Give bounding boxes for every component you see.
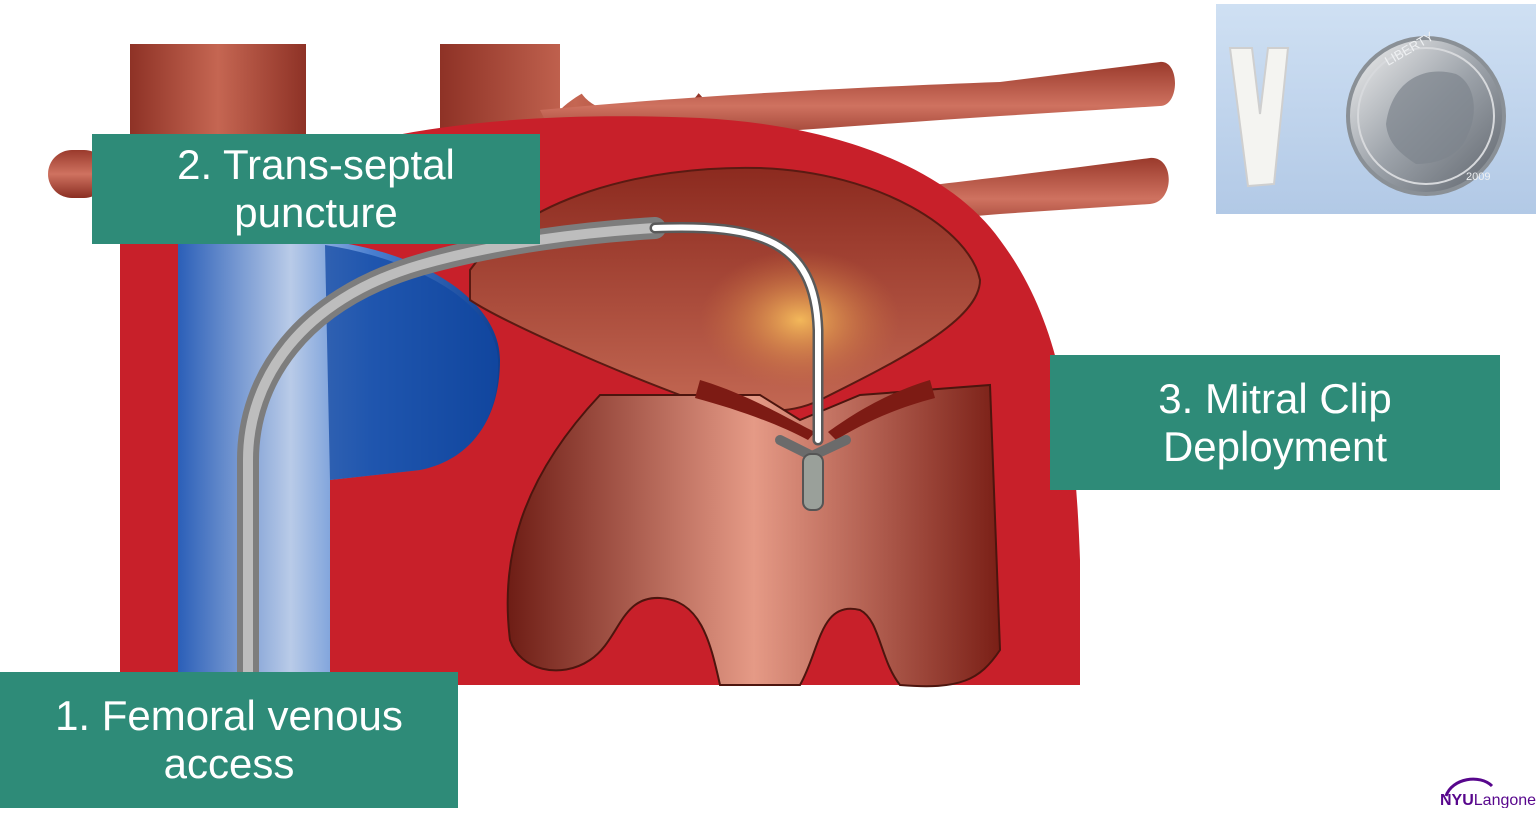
step-2-label: 2. Trans-septal puncture [92, 134, 540, 244]
step-1-line2: access [164, 740, 295, 788]
logo-name-rest: Langone [1474, 792, 1536, 808]
coin-year-text: 2009 [1466, 171, 1490, 183]
left-ventricle [508, 385, 1000, 686]
step-1-label: 1. Femoral venous access [0, 672, 458, 808]
step-3-line1: 3. Mitral Clip [1158, 375, 1391, 423]
step-1-line1: 1. Femoral venous [55, 692, 403, 740]
nyu-langone-logo: NYULangone [1428, 772, 1536, 808]
step-2-line1: 2. Trans-septal [177, 141, 455, 189]
logo-name-bold: NYU [1440, 792, 1474, 808]
clip-and-coin-photo: LIBERTY 2009 [1216, 4, 1536, 214]
mitral-clip-body [803, 454, 823, 510]
step-2-line2: puncture [234, 189, 397, 237]
mitraclip-photo-icon [1230, 48, 1288, 186]
device-photo-inset: LIBERTY 2009 [1216, 4, 1536, 214]
logo-text: NYULangone [1440, 792, 1536, 808]
step-3-label: 3. Mitral Clip Deployment [1050, 355, 1500, 490]
step-3-line2: Deployment [1163, 423, 1387, 471]
